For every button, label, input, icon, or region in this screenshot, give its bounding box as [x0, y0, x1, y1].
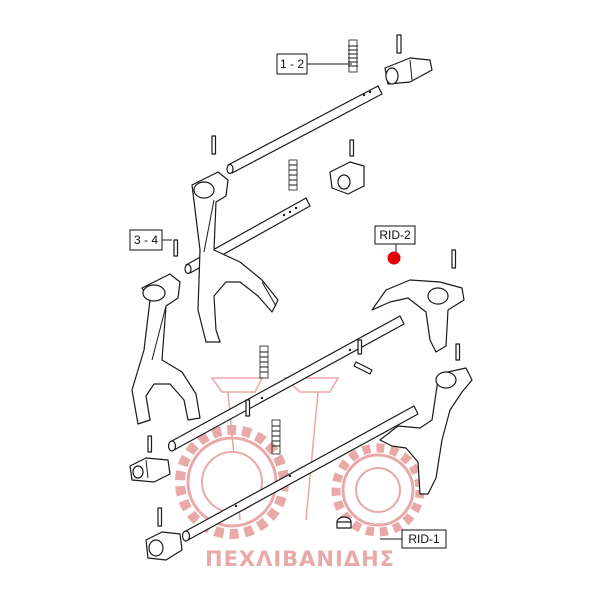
callout-1-2-label: 1 - 2 — [280, 57, 304, 71]
callout-3-4: 3 - 4 — [129, 229, 163, 251]
pin-lower-right[interactable] — [357, 339, 363, 355]
shift-fork-3-4[interactable] — [131, 273, 201, 425]
callout-rid-2-label: RID-2 — [379, 228, 411, 242]
callout-rid-1-label: RID-1 — [408, 532, 440, 546]
shift-block-bottom[interactable] — [145, 531, 183, 561]
detent-plug[interactable] — [336, 516, 352, 529]
spring-lower-mid[interactable] — [271, 419, 281, 455]
shift-fork-rid-2[interactable] — [371, 279, 465, 353]
spring-lower-left[interactable] — [259, 345, 269, 379]
pin-block-bottom[interactable] — [157, 507, 163, 527]
watermark-text: ΠΕΧΛΙΒΑΝΙΔΗΣ — [205, 547, 395, 571]
watermark-gear-left — [175, 425, 289, 539]
shift-block-top[interactable] — [384, 57, 433, 85]
spring-top[interactable] — [348, 39, 358, 73]
callout-3-4-label: 3 - 4 — [134, 233, 158, 247]
callout-rid-1[interactable]: RID-1 — [401, 529, 447, 549]
pin-top-right[interactable] — [396, 34, 402, 54]
interlock-pin[interactable] — [353, 361, 373, 375]
pin-upper-left[interactable] — [211, 135, 217, 155]
pin-upper-mid[interactable] — [349, 139, 355, 157]
callout-1-2: 1 - 2 — [276, 53, 308, 75]
shift-fork-1-2[interactable] — [191, 171, 279, 343]
pin-block-lower-left[interactable] — [147, 435, 153, 453]
pin-rid-1[interactable] — [455, 343, 461, 361]
pin-rid-2[interactable] — [451, 249, 457, 269]
shift-rail-1-2[interactable] — [226, 85, 383, 175]
pin-fork-3-4[interactable] — [173, 239, 179, 257]
callout-rid-2[interactable]: RID-2 — [374, 225, 416, 245]
hotspot-marker-rid-2[interactable] — [387, 251, 401, 265]
shift-fork-rid-1[interactable] — [379, 367, 473, 495]
shift-rail-lower-2[interactable] — [181, 405, 419, 542]
shift-rail-lower-1[interactable] — [167, 315, 405, 452]
spring-mid[interactable] — [288, 159, 298, 191]
shift-block-mid[interactable] — [329, 161, 365, 195]
shift-block-lower-left[interactable] — [129, 457, 171, 483]
pin-lower-mid[interactable] — [245, 399, 251, 417]
